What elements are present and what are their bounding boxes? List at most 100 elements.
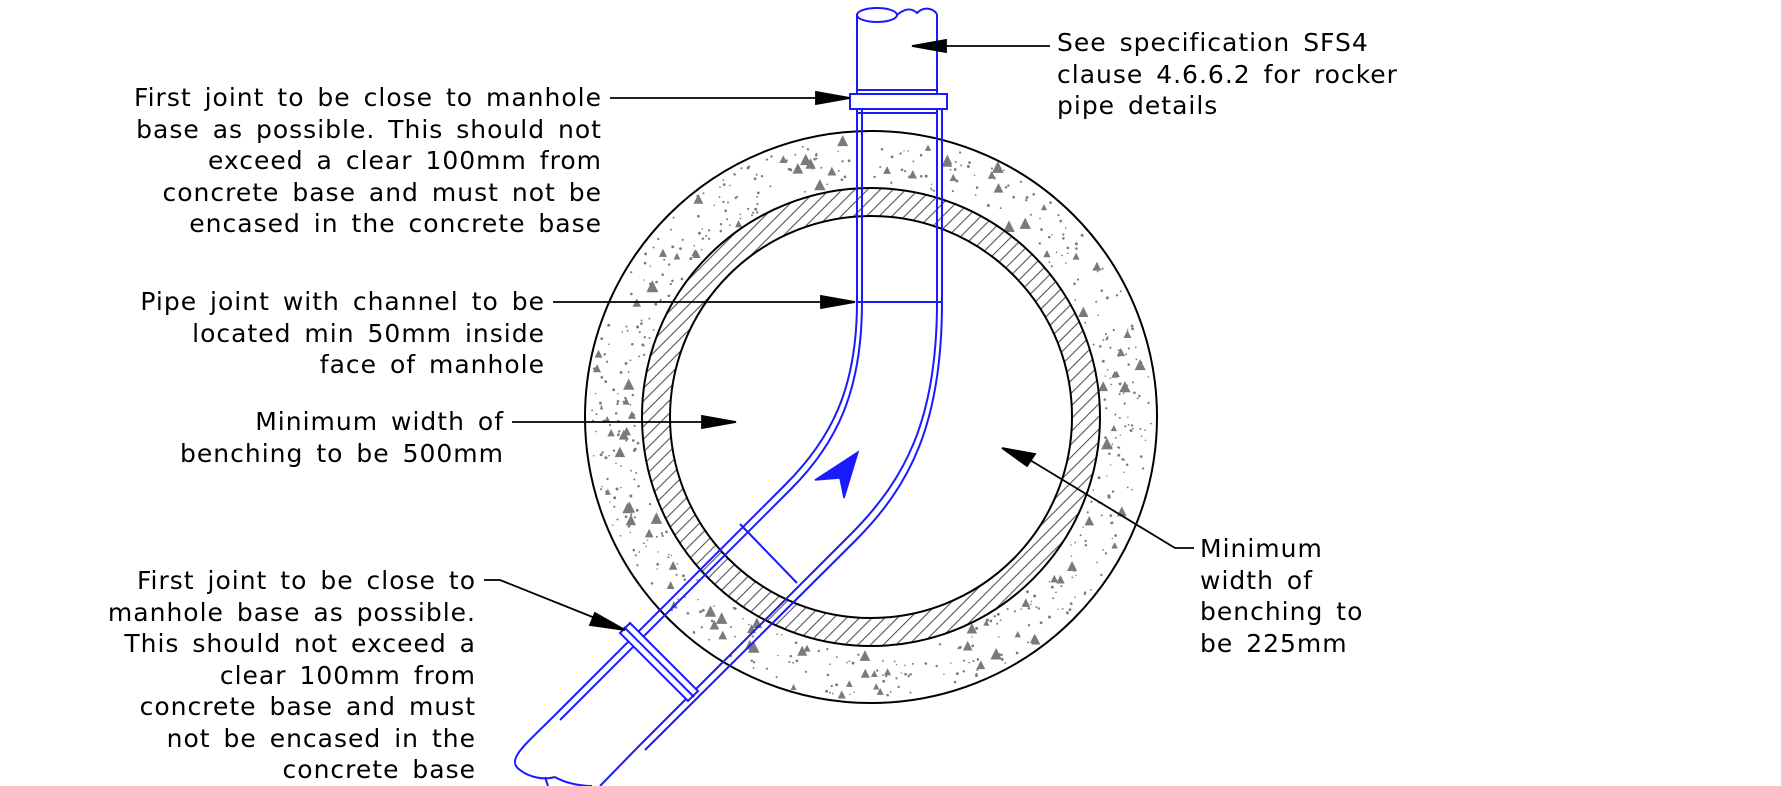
concrete-dot <box>1030 600 1033 603</box>
concrete-aggregate <box>603 415 611 423</box>
concrete-dot <box>996 622 999 625</box>
concrete-dot <box>989 619 993 623</box>
concrete-dot <box>710 619 714 623</box>
concrete-dot <box>751 214 753 217</box>
concrete-dot <box>1074 596 1076 598</box>
concrete-dot <box>953 680 957 684</box>
concrete-dot <box>613 505 616 508</box>
concrete-dot <box>1003 169 1005 172</box>
concrete-dot <box>880 147 884 151</box>
concrete-dot <box>663 258 666 261</box>
concrete-dot <box>1040 228 1043 231</box>
concrete-dot <box>645 545 647 548</box>
concrete-dot <box>908 175 911 179</box>
concrete-dot <box>1026 590 1029 594</box>
concrete-dot <box>975 186 979 189</box>
concrete-dot <box>765 667 769 670</box>
concrete-dot <box>949 168 952 171</box>
concrete-dot <box>975 626 979 630</box>
concrete-dot <box>656 568 658 570</box>
concrete-dot <box>1123 402 1126 405</box>
concrete-dot <box>733 173 736 176</box>
concrete-dot <box>1097 476 1101 480</box>
concrete-dot <box>682 574 685 578</box>
concrete-dot <box>886 693 889 697</box>
concrete-aggregate <box>1072 252 1080 260</box>
concrete-dot <box>967 643 970 646</box>
concrete-dot <box>1050 265 1053 268</box>
concrete-dot <box>1086 511 1089 514</box>
concrete-dot <box>889 691 892 693</box>
concrete-dot <box>675 573 678 576</box>
concrete-dot <box>780 160 783 163</box>
concrete-dot <box>689 257 693 261</box>
concrete-dot <box>705 234 708 237</box>
concrete-dot <box>747 207 750 211</box>
concrete-aggregate <box>747 641 760 653</box>
concrete-dot <box>1127 416 1129 418</box>
concrete-aggregate <box>625 514 637 526</box>
concrete-dot <box>1127 423 1130 426</box>
bottom-joint-note-line-2: manhole base as possible. <box>107 597 476 627</box>
concrete-dot <box>801 145 804 148</box>
concrete-dot <box>633 478 636 481</box>
concrete-dot <box>648 502 652 506</box>
concrete-dot <box>999 619 1002 622</box>
concrete-dot <box>700 248 703 251</box>
concrete-dot <box>1076 278 1080 281</box>
concrete-dot <box>753 177 757 181</box>
concrete-dot <box>890 155 894 159</box>
concrete-dot <box>722 183 726 186</box>
concrete-aggregate <box>1014 630 1021 638</box>
concrete-aggregate <box>704 605 717 617</box>
concrete-dot <box>669 228 672 231</box>
concrete-aggregate <box>942 154 953 165</box>
concrete-dot <box>1020 608 1023 610</box>
concrete-dot <box>919 174 923 178</box>
concrete-dot <box>739 213 742 216</box>
concrete-dot <box>792 661 795 664</box>
concrete-dot <box>686 611 690 615</box>
concrete-dot <box>1114 534 1118 537</box>
concrete-dot <box>1069 602 1073 605</box>
top-joint-note-line-1: First joint to be close to manhole <box>134 83 602 112</box>
concrete-dot <box>1129 429 1133 432</box>
concrete-dot <box>960 164 962 167</box>
benching-225-note-line-4: be 225mm <box>1200 628 1348 658</box>
concrete-aggregate <box>1003 220 1015 233</box>
concrete-dot <box>966 165 970 168</box>
concrete-dot <box>669 282 672 286</box>
concrete-dot <box>629 403 632 406</box>
concrete-dot <box>643 261 647 265</box>
concrete-dot <box>840 178 844 182</box>
concrete-dot <box>1061 254 1063 257</box>
concrete-dot <box>729 626 732 628</box>
concrete-dot <box>1132 427 1134 430</box>
concrete-dot <box>975 673 978 676</box>
concrete-dot <box>1079 534 1082 537</box>
concrete-dot <box>955 672 959 676</box>
concrete-dot <box>1114 436 1117 439</box>
concrete-dot <box>622 400 625 403</box>
concrete-dot <box>630 342 634 346</box>
concrete-dot <box>603 353 606 356</box>
concrete-dot <box>930 187 932 190</box>
concrete-dot <box>1070 544 1072 546</box>
channel-joint-note: Pipe joint with channel to be located mi… <box>140 286 545 381</box>
concrete-aggregate <box>1134 359 1146 371</box>
concrete-dot <box>643 279 645 281</box>
concrete-dot <box>722 200 725 204</box>
concrete-dot <box>729 184 731 187</box>
concrete-dot <box>657 551 659 553</box>
concrete-dot <box>1013 610 1017 613</box>
concrete-dot <box>626 329 629 332</box>
concrete-dot <box>659 298 662 301</box>
concrete-dot <box>971 644 975 648</box>
concrete-aggregate <box>827 166 837 176</box>
concrete-dot <box>1025 196 1029 199</box>
concrete-dot <box>1033 594 1037 598</box>
concrete-dot <box>1048 615 1051 619</box>
concrete-dot <box>1084 543 1088 547</box>
concrete-dot <box>1080 233 1084 237</box>
concrete-aggregate <box>870 670 878 678</box>
